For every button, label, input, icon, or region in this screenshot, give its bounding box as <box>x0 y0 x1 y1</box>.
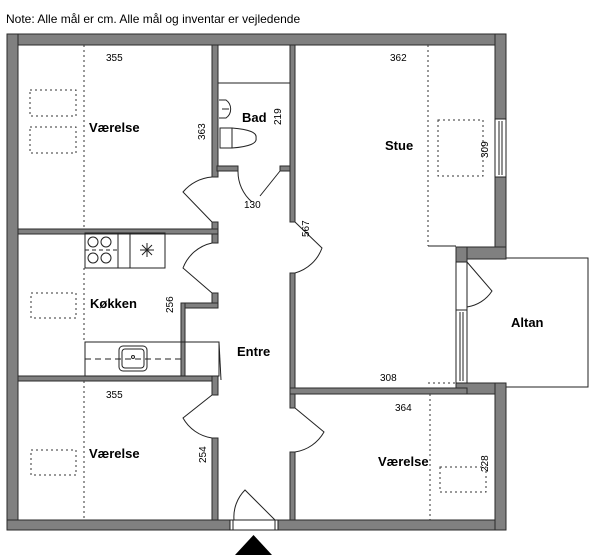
dim-living-width-bottom: 308 <box>380 373 397 384</box>
doors <box>182 170 493 521</box>
note-text: Note: Alle mål er cm. Alle mål og invent… <box>6 12 300 26</box>
furniture-guides <box>29 45 487 520</box>
room-label-living-room: Stue <box>385 138 413 153</box>
entrance-arrow-icon <box>235 535 272 555</box>
dim-living-width-top: 362 <box>390 53 407 64</box>
room-label-hallway: Entre <box>237 344 270 359</box>
dim-bedroom-br-depth: 228 <box>480 455 491 472</box>
room-label-bathroom: Bad <box>242 110 267 125</box>
dim-bathroom-depth: 219 <box>273 108 284 125</box>
room-label-bedroom-bottom-left: Værelse <box>89 446 140 461</box>
dim-bedroom-br-width: 364 <box>395 403 412 414</box>
dim-kitchen-depth: 256 <box>165 296 176 313</box>
room-label-balcony: Altan <box>511 315 544 330</box>
room-label-bedroom-bottom-right: Værelse <box>378 454 429 469</box>
dim-bedroom-bl-depth: 254 <box>198 446 209 463</box>
walls <box>6 33 507 531</box>
dim-living-depth: 567 <box>301 220 312 237</box>
sink-icon <box>219 99 232 119</box>
room-label-kitchen: Køkken <box>90 296 137 311</box>
stove-icon <box>84 232 166 269</box>
windows <box>229 118 507 531</box>
dim-living-niche: 309 <box>480 141 491 158</box>
toilet-icon <box>219 127 257 149</box>
dim-bedroom-top-width: 355 <box>106 53 123 64</box>
dim-bedroom-bl-width: 355 <box>106 390 123 401</box>
kitchen-sink-icon <box>84 341 220 377</box>
room-label-bedroom-top-left: Værelse <box>89 120 140 135</box>
dim-bedroom-top-depth: 363 <box>197 123 208 140</box>
dim-bathroom-width: 130 <box>244 200 261 211</box>
